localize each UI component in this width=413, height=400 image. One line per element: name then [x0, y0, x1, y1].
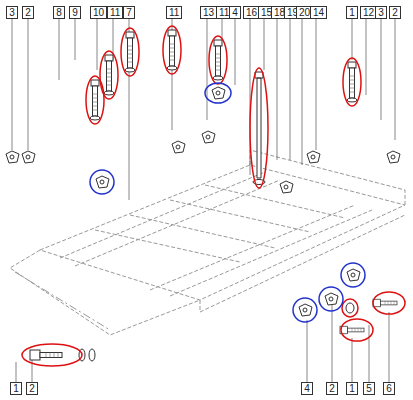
callout-number: 10 [90, 6, 107, 19]
callout-number: 11 [107, 6, 123, 19]
callout-number: 6 [383, 382, 395, 395]
callout-number: 5 [363, 382, 375, 395]
callout-number: 11 [166, 6, 182, 19]
callout-number: 13 [200, 6, 217, 19]
callout-number: 1 [346, 382, 358, 395]
callout-number: 7 [123, 6, 135, 19]
callout-number: 1 [346, 6, 358, 19]
callout-number: 14 [310, 6, 327, 19]
callout-number: 2 [26, 382, 38, 395]
callout-number: 8 [53, 6, 65, 19]
callout-number: 4 [301, 382, 313, 395]
callout-number: 4 [229, 6, 241, 19]
callout-number: 2 [326, 382, 338, 395]
callout-number: 3 [6, 6, 18, 19]
callout-number: 9 [69, 6, 81, 19]
callout-number: 1 [10, 382, 22, 395]
callout-number: 3 [375, 6, 387, 19]
callout-number: 2 [22, 6, 34, 19]
callout-number: 2 [389, 6, 401, 19]
